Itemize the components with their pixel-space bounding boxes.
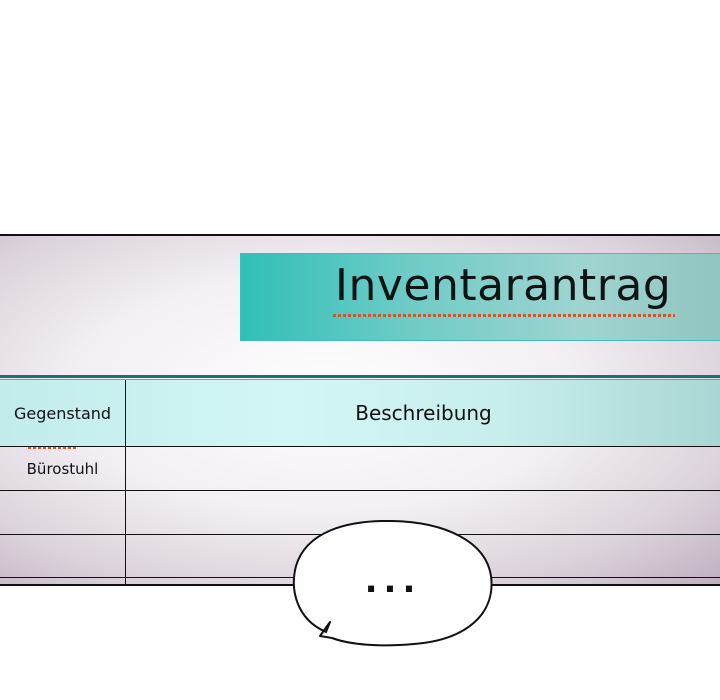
header-cell-item: Gegenstand bbox=[0, 380, 126, 449]
speech-bubble: ... bbox=[292, 519, 493, 647]
header-cell-description: Beschreibung bbox=[127, 380, 720, 446]
spellcheck-underline bbox=[28, 447, 76, 449]
row-item-text: Bürostuhl bbox=[26, 459, 99, 478]
form-title-bar: Inventarantrag bbox=[240, 253, 720, 341]
table-cell-description[interactable] bbox=[127, 447, 720, 490]
table-row-partial bbox=[0, 578, 720, 584]
table-header-row: Gegenstand Beschreibung bbox=[0, 380, 720, 449]
table-cell-item[interactable]: Bürostuhl bbox=[0, 447, 126, 490]
header-description-label: Beschreibung bbox=[355, 401, 492, 425]
table-cell-item[interactable] bbox=[0, 491, 126, 534]
spellcheck-underline bbox=[333, 314, 675, 317]
table-cell-item bbox=[0, 578, 126, 584]
table-row: Bürostuhl bbox=[0, 447, 720, 491]
form-title: Inventarantrag bbox=[335, 260, 672, 311]
header-item-label: Gegenstand bbox=[13, 403, 112, 423]
table-top-rule bbox=[0, 375, 720, 378]
table-cell-item[interactable] bbox=[0, 535, 126, 577]
table-top-rule-thin bbox=[0, 379, 720, 380]
speech-bubble-text: ... bbox=[365, 561, 422, 601]
speech-bubble-outline bbox=[292, 519, 493, 647]
